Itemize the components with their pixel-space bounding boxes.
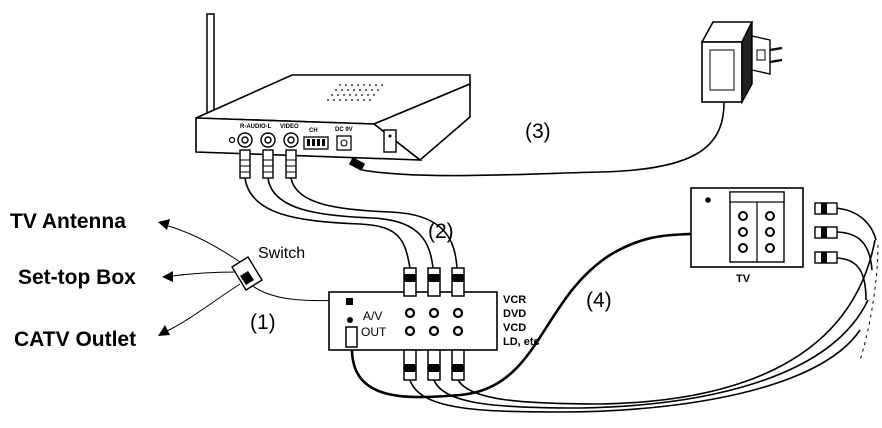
av-out-jack [345,326,358,348]
dvd-label: DVD [503,308,526,320]
av-bottom-cable-2 [433,299,869,409]
panel-dc-label: DC 9V [335,127,353,133]
tv-rca-cable-2 [834,231,873,271]
set-top-box-label: Set-top Box [18,266,136,289]
av-out-box: A/V OUT [328,291,498,351]
power-adapter [700,21,783,105]
speaker-grille [327,84,383,101]
channel-dip-2[interactable] [312,139,315,146]
rca-cable-audio-l [267,177,434,269]
power-led [228,136,236,144]
dc-plug [348,157,366,171]
wireless-receiver: R-AUDIO-L VIDEO CH DC 9V [195,13,471,162]
antenna-switch[interactable] [231,256,263,291]
av-label: A/V [363,309,382,323]
step-2-label: (2) [428,220,454,243]
tv-right-plugs [814,202,838,264]
receiver-antenna [206,13,215,127]
ld-etc-label: LD, etc [503,336,540,348]
switch-label: Switch [258,245,305,262]
vcr-label: VCR [503,294,526,306]
panel-audio-label: R-AUDIO-L [240,124,272,130]
channel-dip-3[interactable] [317,139,320,146]
rca-cable-audio-r [244,177,411,269]
channel-dip-1[interactable] [307,139,310,146]
panel-ch-label: CH [309,128,318,134]
tv-back-panel [690,187,804,268]
channel-dip-4[interactable] [322,139,325,146]
av-switch-port [346,298,353,305]
receiver-rca-plugs [239,149,297,179]
tv-label: TV [736,273,751,285]
av-indicator [347,317,353,323]
switch-arrows [158,219,241,336]
receiver-power-button[interactable] [383,129,397,153]
av-bottom-cable-1 [409,329,861,413]
step-1-label: (1) [250,311,276,334]
step-3-label: (3) [525,120,551,143]
vcd-label: VCD [503,322,526,334]
av-tv-cable-thick [350,228,706,399]
out-label: OUT [361,325,387,339]
receiver-jacks [237,132,299,148]
av-top-plugs [403,267,465,297]
tv-jacks [738,211,775,253]
tv-antenna-label: TV Antenna [10,210,126,233]
rca-cable-video [290,177,458,269]
av-box-jacks [404,307,464,337]
tv-rca-cable-1 [834,207,877,241]
step-4-label: (4) [586,289,612,312]
tv-cable-dashed [859,244,879,361]
catv-outlet-label: CATV Outlet [14,328,136,351]
av-bottom-cable-3 [457,239,876,405]
dc-power-cable [361,102,725,177]
av-bottom-plugs [403,349,465,381]
panel-video-label: VIDEO [280,124,299,130]
tv-rca-cable-3 [834,257,867,301]
